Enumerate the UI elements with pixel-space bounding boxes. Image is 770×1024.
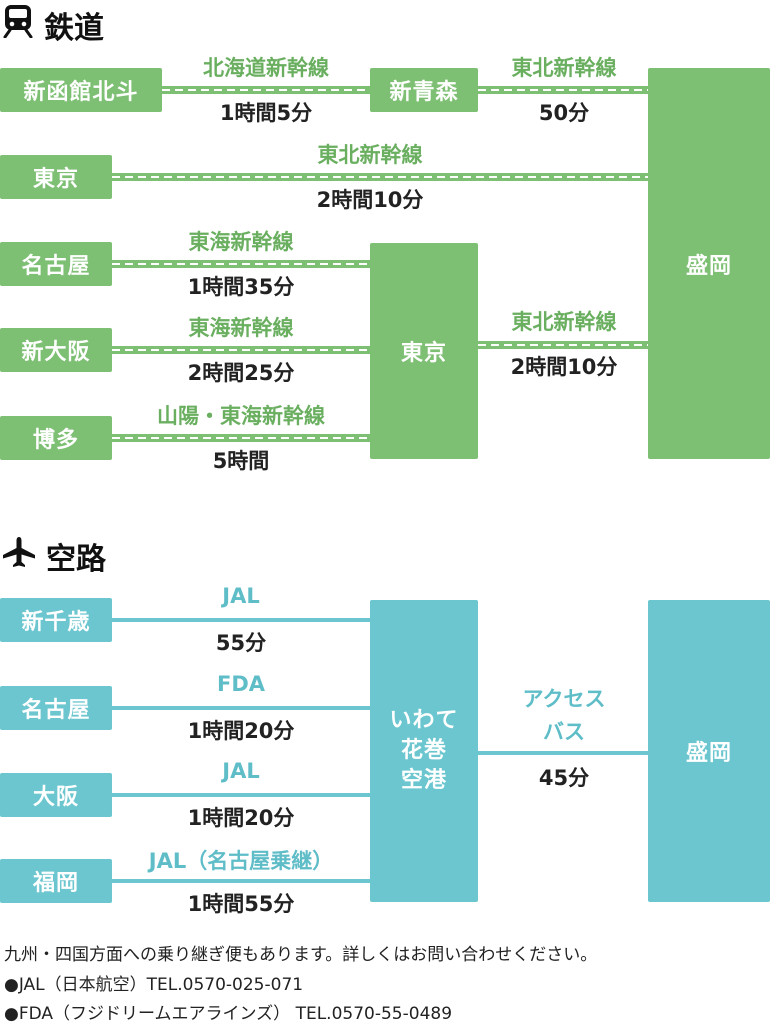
airplane-icon xyxy=(2,536,36,576)
station-tokyo-hub: 東京 xyxy=(370,243,478,459)
station-shin-osaka: 新大阪 xyxy=(0,328,112,372)
airport-nagoya: 名古屋 xyxy=(0,686,112,730)
route-time-tohoku-aomori: 50分 xyxy=(538,101,590,125)
route-name-chitose: JAL xyxy=(222,584,260,608)
airport-osaka: 大阪 xyxy=(0,773,112,817)
route-name-tohoku-aomori: 東北新幹線 xyxy=(511,56,617,80)
route-name-osaka-air: JAL xyxy=(222,759,260,783)
rail-section-title: 鉄道 xyxy=(2,3,104,47)
airport-fukuoka: 福岡 xyxy=(0,859,112,903)
route-name-bus-line-1: アクセス xyxy=(522,687,606,711)
route-name-nagoya-air: FDA xyxy=(216,672,266,696)
station-hakata: 博多 xyxy=(0,416,112,460)
route-time-fukuoka: 1時間55分 xyxy=(187,892,295,916)
airport-hanamaki: いわて 花巻 空港 xyxy=(370,600,478,902)
route-time-tohoku-tokyo: 2時間10分 xyxy=(316,188,424,212)
note-connection: 九州・四国方面への乗り継ぎ便もあります。詳しくはお問い合わせください。 xyxy=(4,945,598,965)
route-name-tokai-osaka: 東海新幹線 xyxy=(188,316,294,340)
route-name-tohoku-tokyo: 東北新幹線 xyxy=(317,143,423,167)
route-name-sanyo: 山陽・東海新幹線 xyxy=(157,404,325,428)
note-jal-contact: ●JAL（日本航空）TEL.0570-025-071 xyxy=(4,975,304,995)
route-time-osaka-air: 1時間20分 xyxy=(187,806,295,830)
route-name-hokkaido: 北海道新幹線 xyxy=(203,56,329,80)
route-time-hokkaido: 1時間5分 xyxy=(219,101,313,125)
station-shin-hakodate: 新函館北斗 xyxy=(0,68,162,112)
hanamaki-line-2: 花巻 xyxy=(400,738,447,764)
station-morioka-air: 盛岡 xyxy=(648,600,770,902)
route-name-tokai-nagoya: 東海新幹線 xyxy=(188,230,294,254)
hanamaki-line-1: いわて xyxy=(389,708,459,734)
station-tokyo-left: 東京 xyxy=(0,155,112,199)
rail-lines xyxy=(112,86,648,442)
route-name-tohoku-hub: 東北新幹線 xyxy=(511,310,617,334)
route-time-tohoku-hub: 2時間10分 xyxy=(510,355,618,379)
note-fda-contact: ●FDA（フジドリームエアラインズ） TEL.0570-55-0489 xyxy=(4,1004,453,1024)
route-time-tokai-nagoya: 1時間35分 xyxy=(187,275,295,299)
rail-title-text: 鉄道 xyxy=(44,11,104,46)
station-morioka-rail: 盛岡 xyxy=(648,68,770,459)
train-icon xyxy=(2,4,34,46)
hanamaki-line-3: 空港 xyxy=(400,767,447,793)
route-time-sanyo: 5時間 xyxy=(212,449,270,473)
air-title-text: 空路 xyxy=(46,542,106,577)
route-time-bus: 45分 xyxy=(538,766,590,790)
air-lines xyxy=(112,618,648,883)
air-section-title: 空路 xyxy=(2,534,106,578)
station-shin-aomori: 新青森 xyxy=(370,68,478,112)
route-name-fukuoka: JAL（名古屋乗継） xyxy=(148,849,334,873)
airport-shin-chitose: 新千歳 xyxy=(0,598,112,642)
station-nagoya-rail: 名古屋 xyxy=(0,242,112,286)
route-name-bus-line-2: バス xyxy=(543,720,585,744)
route-time-nagoya-air: 1時間20分 xyxy=(187,719,295,743)
route-time-chitose: 55分 xyxy=(215,631,267,655)
route-time-tokai-osaka: 2時間25分 xyxy=(187,361,295,385)
